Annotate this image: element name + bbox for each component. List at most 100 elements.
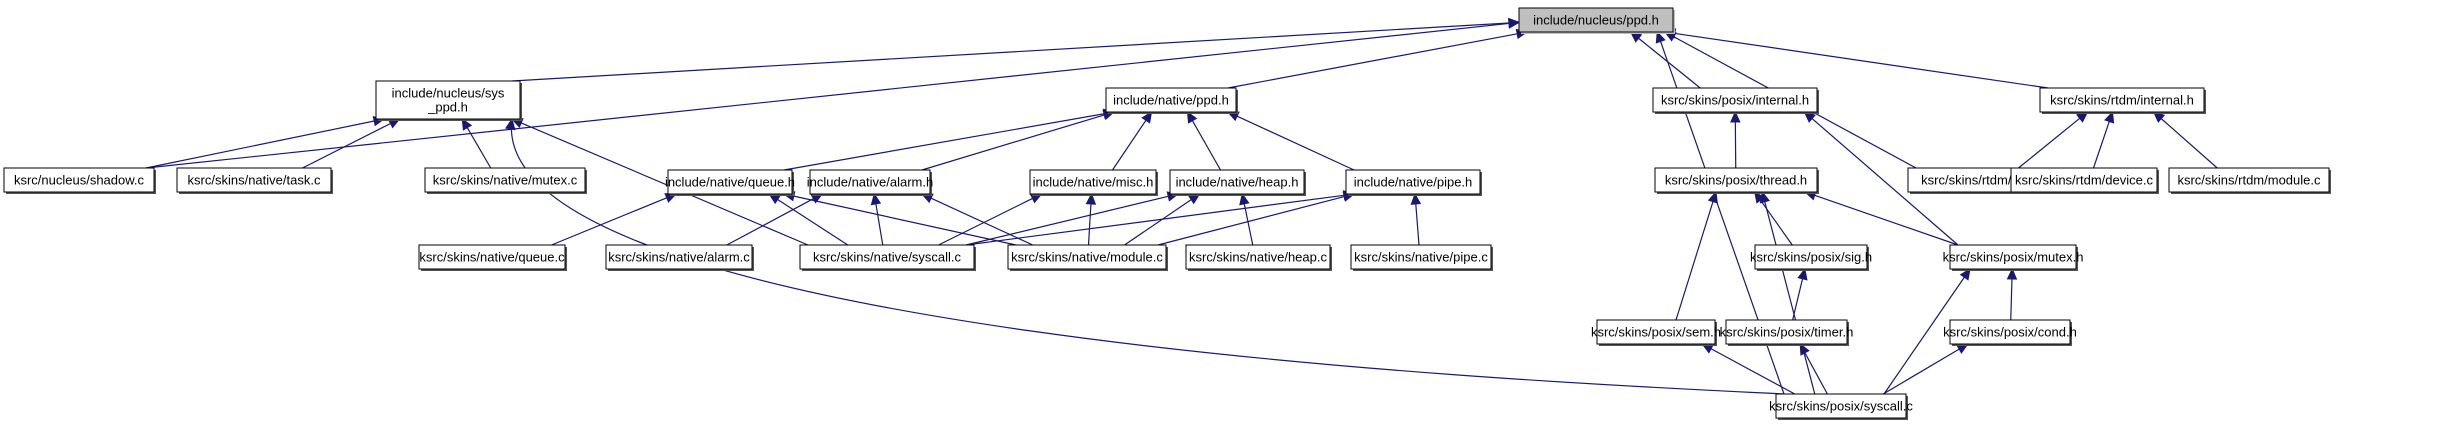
file-node[interactable]: ksrc/skins/native/syscall.c <box>799 244 976 271</box>
edge-line <box>520 122 809 246</box>
file-node[interactable]: ksrc/skins/posix/syscall.c <box>1769 393 1913 420</box>
dependency-edge <box>511 17 1521 82</box>
edge-line <box>777 198 849 246</box>
file-node[interactable]: ksrc/skins/native/alarm.c <box>605 244 754 271</box>
file-node[interactable]: include/native/pipe.h <box>1345 169 1482 196</box>
file-node[interactable]: ksrc/nucleus/shadow.c <box>3 167 156 194</box>
edge-line <box>511 118 1785 395</box>
arrowhead-icon <box>1141 110 1153 124</box>
node-label: include/native/pipe.h <box>1354 175 1473 190</box>
dependency-edge <box>1799 342 1828 395</box>
node-box <box>1725 319 1848 345</box>
node-box <box>1596 319 1716 345</box>
edge-line <box>793 195 1017 246</box>
node-box <box>1350 244 1492 270</box>
node-box <box>1345 169 1481 195</box>
node-box <box>2168 167 2330 193</box>
dependency-edge <box>1629 31 1701 89</box>
arrowhead-icon <box>1085 192 1097 205</box>
dependency-edge <box>2152 111 2218 169</box>
file-node[interactable]: ksrc/skins/posix/thread.h <box>1654 167 1819 194</box>
edge-line <box>145 120 375 169</box>
node-label: ksrc/skins/native/alarm.c <box>608 250 750 265</box>
edge-line <box>1675 201 1714 321</box>
edge-line <box>1124 199 1192 246</box>
edge-line <box>1638 37 1701 89</box>
file-node[interactable]: include/native/misc.h <box>1029 169 1158 196</box>
node-label: ksrc/skins/posix/cond.h <box>1943 325 2077 340</box>
file-node[interactable]: include/native/ppd.h <box>1105 87 1238 114</box>
file-node[interactable]: ksrc/skins/native/queue.c <box>418 244 567 271</box>
file-node[interactable]: ksrc/skins/rtdm/module.c <box>2168 167 2331 194</box>
node-box <box>605 244 753 270</box>
file-node[interactable]: ksrc/skins/native/mutex.c <box>424 167 587 194</box>
file-node[interactable]: ksrc/skins/native/task.c <box>176 167 333 194</box>
node-label: ksrc/skins/posix/internal.h <box>1661 93 1809 108</box>
edge-line <box>145 22 1510 169</box>
edge-line <box>1157 195 1345 246</box>
node-box <box>375 80 521 120</box>
edge-line <box>1883 276 1965 395</box>
node-label: ksrc/skins/posix/syscall.c <box>1769 399 1913 414</box>
edge-line <box>1112 119 1147 171</box>
edge-line <box>1674 32 2049 89</box>
file-node[interactable]: ksrc/skins/posix/mutex.h <box>1943 244 2084 271</box>
dependency-edge <box>2018 111 2089 169</box>
node-label: ksrc/skins/rtdm/internal.h <box>2050 93 2194 108</box>
dependency-edge <box>2006 267 2018 321</box>
dependency-edge <box>1227 28 1529 89</box>
node-box <box>176 167 332 193</box>
arrowhead-icon <box>2006 267 2018 280</box>
edge-line <box>1814 194 1959 246</box>
node-label: ksrc/skins/rtdm/device.c <box>2015 173 2153 188</box>
node-label: ksrc/skins/native/syscall.c <box>813 250 962 265</box>
dependency-edge <box>1410 192 1422 246</box>
edge-line <box>965 195 1169 246</box>
file-node[interactable]: ksrc/skins/native/heap.c <box>1185 244 1332 271</box>
file-node[interactable]: include/nucleus/sys_ppd.h <box>375 80 522 121</box>
arrowhead-icon <box>1959 267 1971 281</box>
file-node[interactable]: ksrc/skins/posix/internal.h <box>1652 87 1819 114</box>
node-label: include/native/misc.h <box>1033 175 1154 190</box>
nodes-layer: include/nucleus/ppd.h include/nucleus/sys… <box>3 7 2331 420</box>
file-node[interactable]: ksrc/skins/posix/sig.h <box>1750 244 1872 271</box>
dependency-edge <box>1112 110 1153 171</box>
edge-line <box>1227 33 1518 89</box>
arrowhead-icon <box>1707 190 1718 204</box>
arrowhead-icon <box>1655 30 1666 44</box>
node-label: ksrc/skins/posix/thread.h <box>1665 173 1807 188</box>
arrowhead-icon <box>1797 267 1808 281</box>
file-node[interactable]: include/native/heap.h <box>1169 169 1306 196</box>
file-node[interactable]: include/native/alarm.h <box>807 169 933 196</box>
node-label: include/nucleus/sys <box>392 86 505 101</box>
dependency-edge <box>1882 343 1969 395</box>
file-node[interactable]: ksrc/skins/native/pipe.c <box>1350 244 1493 271</box>
edge-line <box>1415 203 1420 246</box>
node-label: ksrc/skins/rtdm/module.c <box>2177 173 2321 188</box>
dependency-edge <box>1186 110 1222 171</box>
edge-line <box>302 122 391 169</box>
node-label: include/native/queue.h <box>665 175 795 190</box>
arrowhead-icon <box>505 117 516 131</box>
edge-line <box>2092 121 2110 169</box>
dependency-edge <box>551 193 678 246</box>
file-node[interactable]: ksrc/skins/native/module.c <box>1007 244 1168 271</box>
dependency-edge <box>1730 110 1741 169</box>
edge-line <box>1191 120 1222 171</box>
file-node[interactable]: ksrc/skins/posix/cond.h <box>1943 319 2077 346</box>
edge-line <box>1764 201 1816 395</box>
file-node[interactable]: include/native/queue.h <box>665 169 795 196</box>
arrowhead-icon <box>1239 192 1250 206</box>
node-label: ksrc/skins/posix/mutex.h <box>1943 250 2084 265</box>
file-node[interactable]: ksrc/skins/rtdm/device.c <box>2010 167 2159 194</box>
file-node[interactable]: ksrc/skins/posix/timer.h <box>1720 319 1854 346</box>
edge-line <box>1243 203 1254 246</box>
node-box <box>1007 244 1167 270</box>
dependency-edge <box>870 192 884 246</box>
file-node[interactable]: ksrc/skins/rtdm/internal.h <box>2039 87 2206 114</box>
file-node[interactable]: ksrc/skins/posix/sem.h <box>1591 319 1721 346</box>
node-box <box>1949 244 2077 270</box>
dependency-edge <box>1759 190 1816 395</box>
root-node: include/nucleus/ppd.h <box>1518 7 1675 34</box>
